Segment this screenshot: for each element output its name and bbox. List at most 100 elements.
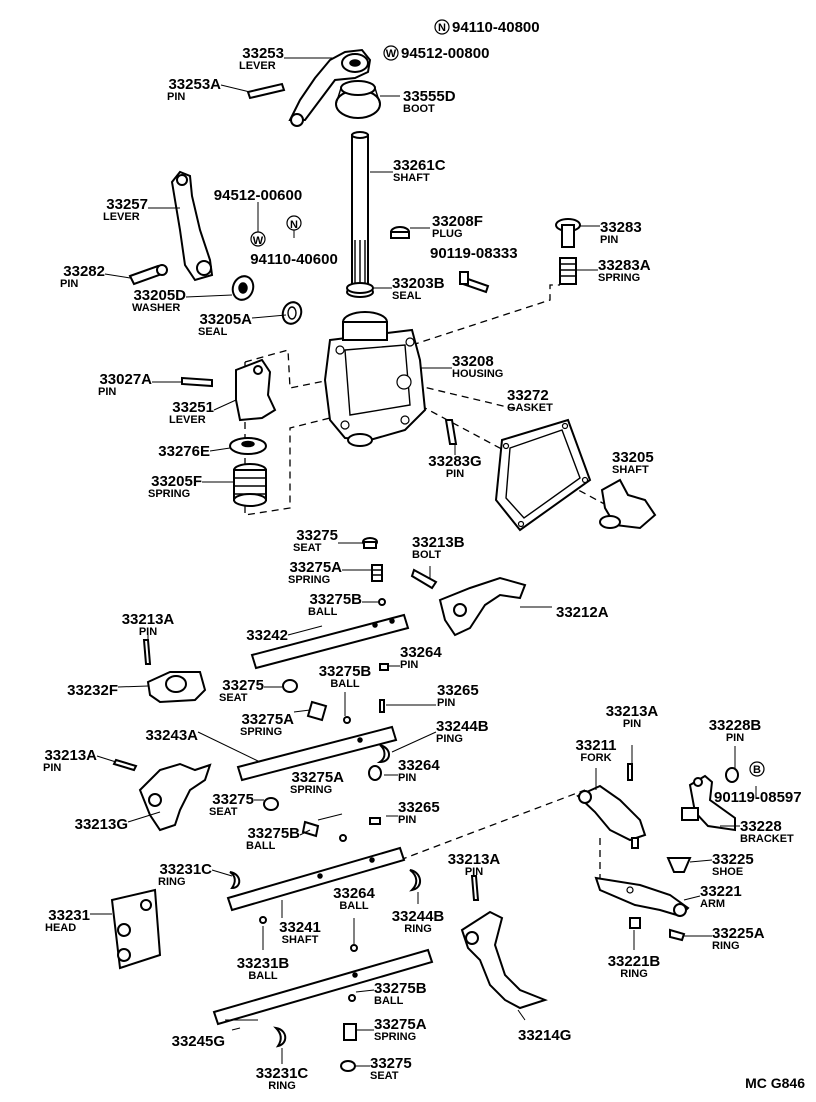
- nut-symbol-icon: [434, 19, 450, 35]
- part-number: 33275B: [319, 663, 372, 680]
- spring-33275a-part: [371, 564, 383, 582]
- pin-33283-part: [555, 218, 581, 248]
- part-number: 33213A: [606, 703, 659, 720]
- ring-33244b-b-part: [409, 869, 421, 892]
- ball-33275b-part: [378, 598, 386, 606]
- part-number: 33208: [452, 353, 494, 370]
- part-name: PIN: [43, 762, 61, 774]
- callout-N: N: [290, 219, 298, 231]
- part-name: SHOE: [712, 866, 743, 878]
- shaft-33241-part: [226, 846, 406, 912]
- part-name: HOUSING: [452, 368, 503, 380]
- ball-33275b-c-part: [339, 834, 347, 842]
- callout-33243A: 33243A: [145, 727, 198, 744]
- shaft-33245g-part: [212, 948, 434, 1026]
- callout-33242: 33242: [246, 627, 288, 644]
- callout-94512-00600: 94512-00600: [214, 187, 302, 204]
- part-number: 33264: [333, 885, 375, 902]
- washer-symbol-icon: [250, 231, 266, 247]
- part-number: 33225: [712, 851, 754, 868]
- leader-lines: [90, 57, 757, 1067]
- part-name: PIN: [446, 468, 464, 480]
- part-name: GASKET: [507, 402, 553, 414]
- part-name: PIN: [167, 91, 185, 103]
- pin-33228b-part: [725, 767, 739, 783]
- part-number: 33232F: [67, 682, 118, 699]
- ball-33264-part: [350, 944, 358, 952]
- shaft-33261c-part: [351, 131, 369, 286]
- part-number: 33253A: [168, 76, 221, 93]
- part-name: RING: [620, 968, 648, 980]
- part-number: 33208F: [432, 213, 483, 230]
- part-name: LEVER: [103, 211, 140, 223]
- part-name: PIN: [400, 659, 418, 671]
- part-number: 33257: [106, 196, 148, 213]
- housing-33208-part: [323, 311, 427, 447]
- part-number: 33228B: [709, 717, 762, 734]
- shaft-33243a-part: [236, 725, 398, 782]
- shoe-33225-part: [666, 857, 692, 873]
- part-name: PIN: [600, 234, 618, 246]
- part-number: 33275: [222, 677, 264, 694]
- part-number: 33213A: [122, 611, 175, 628]
- part-number: 33205A: [199, 311, 252, 328]
- washer-symbol-icon: [383, 45, 399, 61]
- ball-33275b-d-part: [348, 994, 356, 1002]
- part-number: 33275A: [374, 1016, 427, 1033]
- part-number: 94110-40600: [250, 251, 338, 268]
- washer-33205d-part: [231, 275, 255, 301]
- callout-33245G: 33245G: [172, 1033, 225, 1050]
- part-name: BALL: [246, 840, 276, 852]
- part-name: SEAL: [198, 326, 228, 338]
- plug-33208f-part: [390, 226, 410, 239]
- part-number: 33251: [172, 399, 214, 416]
- pin-33264-part: [379, 663, 389, 671]
- spring-33205f-part: [233, 463, 267, 507]
- ring-33221b-part: [629, 917, 641, 929]
- part-number: 33213G: [75, 816, 128, 833]
- part-number: 33214G: [518, 1027, 571, 1044]
- part-name: SPRING: [374, 1031, 416, 1043]
- part-name: BALL: [330, 678, 360, 690]
- part-number: 33275A: [289, 559, 342, 576]
- ring-33225a-part: [669, 928, 686, 942]
- part-name: SHAFT: [282, 934, 319, 946]
- ball-33275b-b-part: [343, 716, 351, 724]
- part-number: 33231: [48, 907, 90, 924]
- part-number: 33231B: [237, 955, 290, 972]
- part-name: SPRING: [240, 726, 282, 738]
- pin-33283g-part: [444, 419, 458, 445]
- part-number: 33283: [600, 219, 642, 236]
- pin-33265-part: [379, 699, 385, 713]
- part-name: BALL: [248, 970, 278, 982]
